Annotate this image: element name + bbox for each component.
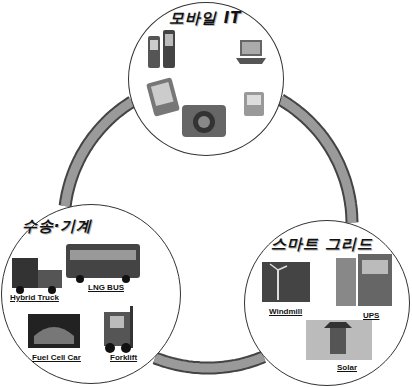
ring-band bbox=[281, 100, 352, 223]
ring-band bbox=[65, 102, 132, 207]
item-label: Forklift bbox=[110, 353, 137, 362]
item-label: LNG BUS bbox=[88, 283, 124, 292]
ring-outline bbox=[281, 100, 352, 223]
ring-outline bbox=[155, 357, 264, 368]
ring-connector bbox=[65, 102, 132, 207]
item-label: Solar bbox=[337, 363, 357, 372]
ring-connector bbox=[155, 357, 264, 368]
category-title: 수송·기계 bbox=[2, 217, 112, 236]
category-title: 모바일 IT bbox=[129, 9, 282, 28]
category-circle: 스마트 그리드 Windmill UPS Solar bbox=[244, 220, 410, 386]
ring-connector bbox=[281, 100, 352, 223]
ring-outline bbox=[65, 102, 132, 207]
category-title: 스마트 그리드 bbox=[257, 235, 387, 254]
item-label: UPS bbox=[363, 311, 379, 320]
category-circle: 모바일 IT bbox=[128, 2, 284, 156]
item-label: Windmill bbox=[269, 307, 302, 316]
item-label: Hybrid Truck bbox=[10, 293, 59, 302]
item-label: Fuel Cell Car bbox=[32, 353, 81, 362]
ring-band bbox=[155, 357, 264, 368]
category-circle: 수송·기계 Hybrid Truck LNG BUS Fuel Cell Car For… bbox=[1, 204, 181, 384]
